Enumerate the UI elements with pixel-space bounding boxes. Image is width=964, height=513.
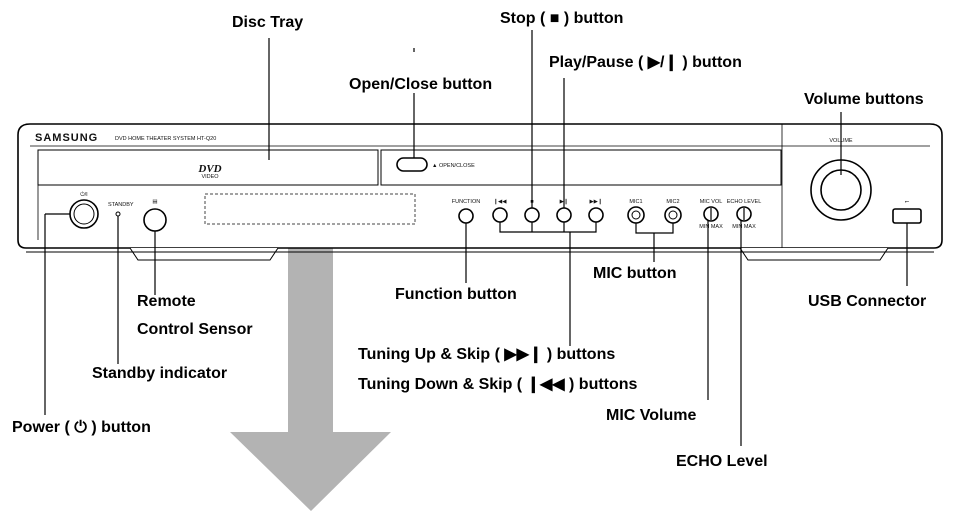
display-window <box>204 193 416 225</box>
callout-mic-button: MIC button <box>593 265 677 282</box>
callout-volume-buttons: Volume buttons <box>804 91 924 108</box>
usb-connector[interactable] <box>892 208 922 224</box>
play-pause-button[interactable] <box>556 207 572 223</box>
dvd-logo: DVD <box>197 163 221 175</box>
mic-vol-min-max: MIN MAX <box>699 224 723 230</box>
function-label: FUNCTION <box>452 199 480 205</box>
callout-play-pause-button: Play/Pause ( ▶/❙ ) button <box>549 54 742 72</box>
callout-mic-volume: MIC Volume <box>606 407 696 424</box>
callout-open-close-button: Open/Close button <box>349 76 492 93</box>
callout-echo-level: ECHO Level <box>676 453 768 470</box>
skip-fwd-symbol: ▶▶❙ <box>589 198 602 205</box>
disc-tray[interactable] <box>37 149 379 186</box>
standby-indicator <box>115 211 121 217</box>
callout-power-button: Power ( ⏻ ) button <box>12 419 151 436</box>
skip-back-button[interactable] <box>492 207 508 223</box>
power-symbol: ⏻/I <box>80 191 88 198</box>
echo-min-max: MIN MAX <box>732 224 756 230</box>
mic1-label: MIC1 <box>629 199 642 205</box>
callout-standby-indicator: Standby indicator <box>92 365 227 382</box>
callout-remote-line1: Remote <box>137 293 196 310</box>
callout-tuning-up: Tuning Up & Skip ( ▶▶❙ ) buttons <box>358 346 615 364</box>
callout-remote-line2: Control Sensor <box>137 321 253 338</box>
callout-stop-button: Stop ( ■ ) button <box>500 10 623 27</box>
skip-forward-button[interactable] <box>588 207 604 223</box>
brand-logo: SAMSUNG <box>35 132 98 144</box>
device-front-panel: SAMSUNG DVD HOME THEATER SYSTEM HT-Q20 D… <box>17 123 943 261</box>
open-close-button[interactable] <box>396 157 428 172</box>
mic2-label: MIC2 <box>666 199 679 205</box>
usb-symbol: ⭠ <box>905 199 910 205</box>
callout-disc-tray: Disc Tray <box>232 14 303 31</box>
skip-back-symbol: ❙◀◀ <box>493 198 507 205</box>
dvd-logo-sub: VIDEO <box>201 174 219 180</box>
echo-level-label: ECHO LEVEL <box>727 199 762 205</box>
callout-usb-connector: USB Connector <box>808 293 926 310</box>
standby-label: STANDBY <box>108 202 134 208</box>
stop-button[interactable] <box>524 207 540 223</box>
function-button[interactable] <box>458 208 474 224</box>
callout-function-button: Function button <box>395 286 517 303</box>
remote-control-sensor <box>143 208 167 232</box>
callout-tuning-down: Tuning Down & Skip ( ❙◀◀ ) buttons <box>358 376 638 394</box>
leader-lines <box>44 30 908 446</box>
down-arrow-icon <box>230 206 391 511</box>
model-label: DVD HOME THEATER SYSTEM HT-Q20 <box>115 136 216 142</box>
open-close-label: ▲ OPEN/CLOSE <box>432 163 475 169</box>
mic-vol-label: MIC VOL <box>700 199 723 205</box>
remote-sensor-symbol: ▤ <box>152 199 158 205</box>
